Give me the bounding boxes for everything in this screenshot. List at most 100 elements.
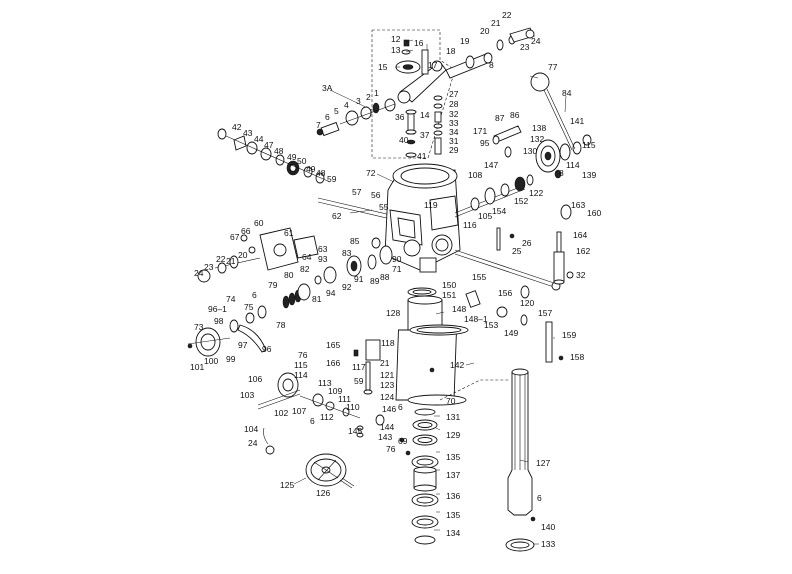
label: 23 (520, 42, 530, 52)
label: 116 (463, 220, 477, 230)
label: 79 (268, 280, 278, 290)
part-labels: 12 13 16 15 17 18 19 20 21 22 23 24 8 77… (190, 10, 601, 549)
label: 132 (530, 134, 544, 144)
label: 18 (446, 46, 456, 56)
label: 29 (449, 145, 459, 155)
label: 149 (504, 328, 518, 338)
label: 91 (354, 274, 364, 284)
label: 32 (449, 109, 459, 119)
label: 139 (582, 170, 596, 180)
label: 145 (348, 426, 362, 436)
label: 56 (371, 190, 381, 200)
label: 88 (380, 272, 390, 282)
knob-77 (530, 72, 550, 92)
label: 33 (449, 118, 459, 128)
label: 109 (328, 386, 342, 396)
label: 113 (318, 378, 332, 388)
label: 20 (238, 250, 248, 260)
label: 98 (214, 316, 224, 326)
label: 48 (274, 146, 284, 156)
label: 146 (382, 404, 396, 414)
label: 75 (244, 302, 254, 312)
label: 77 (548, 62, 558, 72)
label: 123 (380, 380, 394, 390)
label: 78 (276, 320, 286, 330)
label: 13 (391, 45, 401, 55)
key-159 (545, 321, 553, 363)
label: 17 (428, 60, 438, 70)
label: 21 (380, 358, 390, 368)
label: 48 (316, 168, 326, 178)
label: 87 (495, 113, 505, 123)
label: 55 (379, 202, 389, 212)
label: 144 (380, 422, 394, 432)
label: 96 (262, 344, 272, 354)
label: 7 (316, 120, 321, 130)
label: 59 (327, 174, 337, 184)
label: 154 (492, 206, 506, 216)
label: 16 (414, 38, 424, 48)
label: 115 (294, 360, 308, 370)
label: 73 (194, 322, 204, 332)
label: 153 (484, 320, 498, 330)
label: 81 (312, 294, 322, 304)
label: 101 (190, 362, 204, 372)
label: 160 (587, 208, 601, 218)
label: 104 (244, 424, 258, 434)
label: 6 (310, 416, 315, 426)
label: 40 (399, 135, 409, 145)
label: 103 (240, 390, 254, 400)
label: 20 (480, 26, 490, 36)
label: 135 (446, 452, 460, 462)
label: 21 (226, 256, 236, 266)
label: 22 (216, 254, 226, 264)
label: 157 (538, 308, 552, 318)
label: 69 (398, 436, 408, 446)
label: 120 (520, 298, 534, 308)
label: 32 (576, 270, 586, 280)
label: 3A (322, 83, 333, 93)
label: 171 (473, 126, 487, 136)
label: 164 (573, 230, 587, 240)
label: 115 (582, 140, 596, 150)
label: 134 (446, 528, 460, 538)
label: 142 (450, 360, 464, 370)
label: 121 (380, 370, 394, 380)
label: 100 (204, 356, 218, 366)
label: 24 (531, 36, 541, 46)
label: 114 (294, 370, 308, 380)
label: 85 (350, 236, 360, 246)
label: 93 (318, 254, 328, 264)
label: 59 (354, 376, 364, 386)
label: 61 (284, 228, 294, 238)
label: 6 (252, 290, 257, 300)
label: 140 (541, 522, 555, 532)
label: 22 (502, 10, 512, 20)
label: 49 (287, 152, 297, 162)
label: 136 (446, 491, 460, 501)
label: 131 (446, 412, 460, 422)
label: 141 (570, 116, 584, 126)
label: 36 (395, 112, 405, 122)
label: 14 (420, 110, 430, 120)
label: 108 (468, 170, 482, 180)
label: 21 (491, 18, 501, 28)
label: 6 (537, 493, 542, 503)
label: 165 (326, 340, 340, 350)
label: 90 (392, 254, 402, 264)
label: 63 (318, 244, 328, 254)
label: 83 (342, 248, 352, 258)
label: 74 (226, 294, 236, 304)
label: 129 (446, 430, 460, 440)
label: 84 (562, 88, 572, 98)
label: 151 (442, 290, 456, 300)
label: 27 (449, 89, 459, 99)
label: 3 (356, 96, 361, 106)
label: 6 (325, 112, 330, 122)
label: 156 (498, 288, 512, 298)
label: 147 (484, 160, 498, 170)
label: 64 (302, 252, 312, 262)
label: 94 (326, 288, 336, 298)
